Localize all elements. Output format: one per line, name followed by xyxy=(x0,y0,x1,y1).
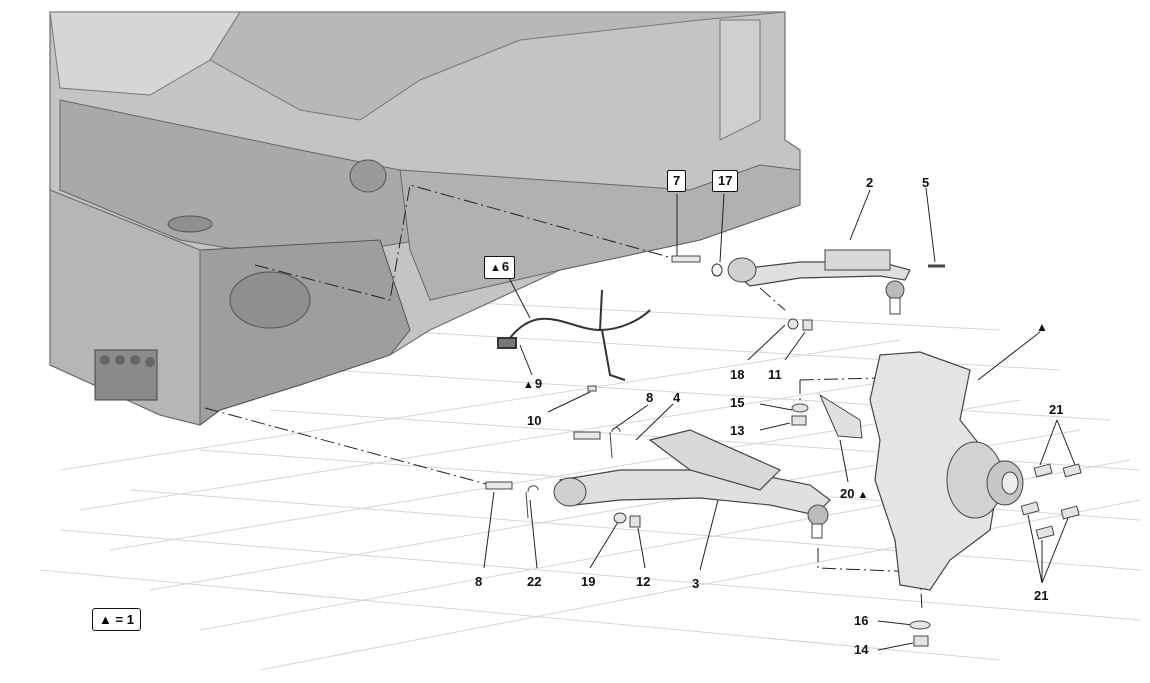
callout-14[interactable]: 14 xyxy=(854,642,869,657)
callout-21-lower[interactable]: 21 xyxy=(1034,588,1049,603)
triangle-marker-icon: ▲ xyxy=(99,612,112,627)
callout-3[interactable]: 3 xyxy=(692,576,700,591)
callout-2[interactable]: 2 xyxy=(866,175,874,190)
assembly-lines xyxy=(204,184,923,611)
floor-grid xyxy=(39,299,1141,671)
abs-sensor-harness xyxy=(497,289,651,381)
callout-18[interactable]: 18 xyxy=(730,367,745,382)
callout-20[interactable]: 20 ▲ xyxy=(840,486,869,502)
callout-4[interactable]: 4 xyxy=(673,390,681,405)
callout-6[interactable]: ▲6 xyxy=(484,256,516,279)
knuckle-triangle-marker: ▲ xyxy=(1036,320,1048,334)
small-hardware xyxy=(525,318,1082,647)
callout-12[interactable]: 12 xyxy=(636,574,651,589)
callout-17[interactable]: 17 xyxy=(712,170,739,192)
callout-19[interactable]: 19 xyxy=(581,574,596,589)
callout-22[interactable]: 22 xyxy=(527,574,542,589)
lower-control-arm xyxy=(485,429,831,539)
callout-11[interactable]: 11 xyxy=(768,367,782,382)
callout-13[interactable]: 13 xyxy=(730,423,745,438)
callout-5[interactable]: 5 xyxy=(922,175,930,190)
legend-key: ▲ = 1 xyxy=(92,608,141,631)
callout-7[interactable]: 7 xyxy=(667,170,687,192)
legend-text: = 1 xyxy=(115,612,134,627)
callout-8-lower[interactable]: 8 xyxy=(475,574,483,589)
callout-8-upper[interactable]: 8 xyxy=(646,390,654,405)
callout-10[interactable]: 10 xyxy=(527,413,542,428)
upper-control-arm xyxy=(671,249,945,315)
steering-knuckle xyxy=(818,351,1024,591)
callout-16[interactable]: 16 xyxy=(854,613,869,628)
leader-lines xyxy=(483,187,1076,651)
triangle-marker-icon: ▲ xyxy=(523,379,534,391)
callout-21-upper[interactable]: 21 xyxy=(1049,402,1064,417)
callout-15[interactable]: 15 xyxy=(730,395,745,410)
callout-9[interactable]: ▲9 xyxy=(523,376,543,392)
chassis-body xyxy=(49,11,801,426)
triangle-marker-icon: ▲ xyxy=(490,262,501,274)
triangle-marker-icon: ▲ xyxy=(854,489,869,501)
